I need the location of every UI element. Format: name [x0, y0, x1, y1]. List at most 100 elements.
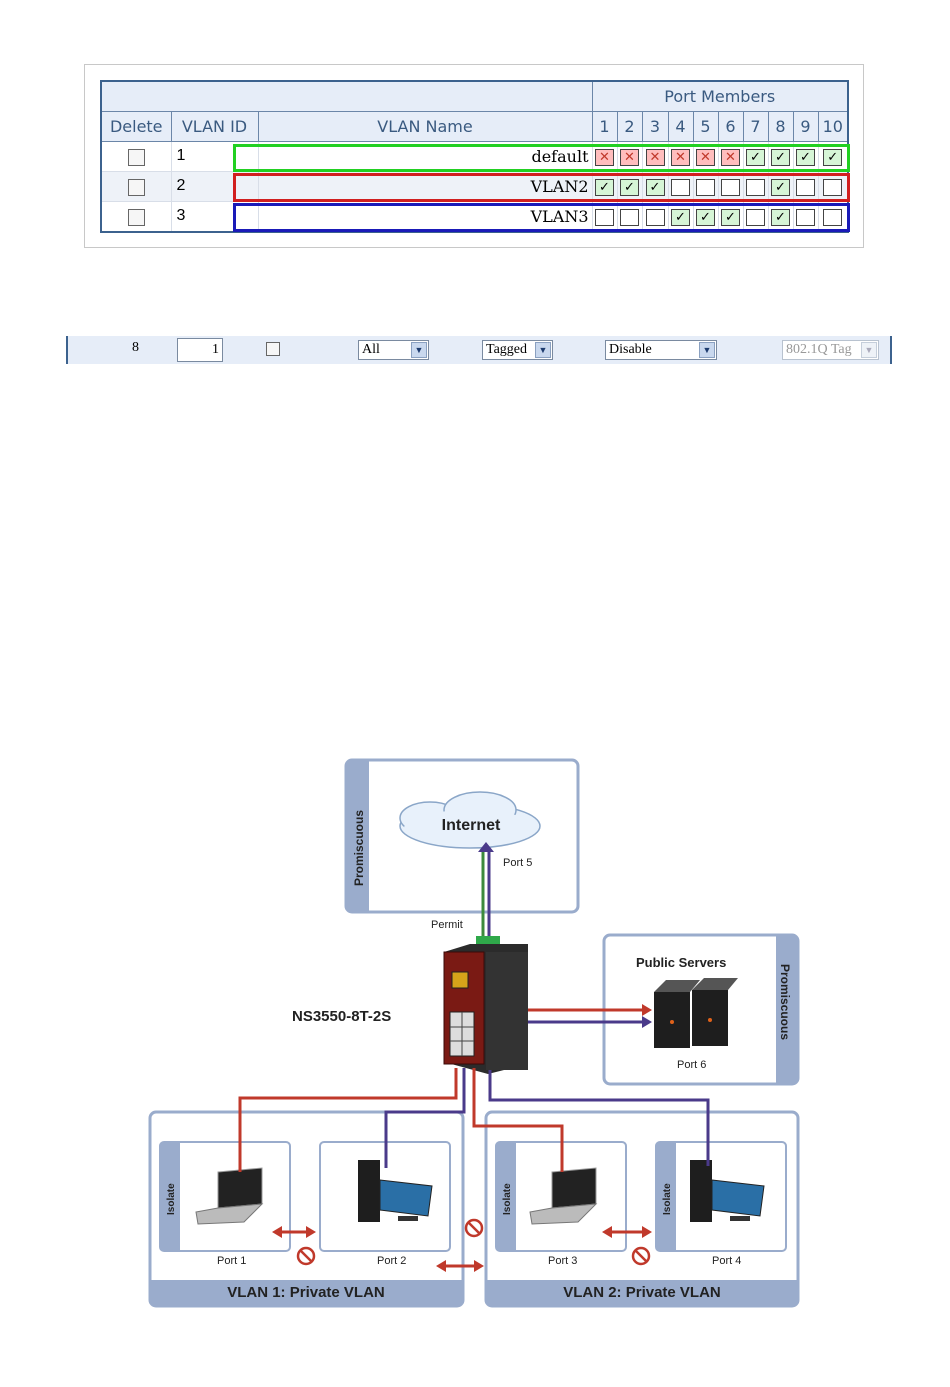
port4-label: Port 4 — [712, 1255, 741, 1267]
vlan1-zone: VLAN 1: Private VLAN Isolate Port 1 Port… — [148, 1110, 465, 1308]
checkmark-icon[interactable]: ✓ — [595, 179, 614, 196]
egress-rule-select[interactable]: Tagged ▼ — [482, 340, 553, 360]
port-column-header: 6 — [717, 111, 744, 142]
vlan-id-column-header: VLAN ID — [170, 111, 259, 142]
port-member-cell: ✕ — [591, 141, 618, 172]
forbidden-x-icon[interactable]: ✕ — [645, 149, 665, 166]
promiscuous-top-label: Promiscuous — [352, 810, 366, 886]
empty-box-icon[interactable] — [696, 179, 715, 196]
port-member-cell — [717, 171, 744, 202]
checkmark-icon[interactable]: ✓ — [721, 209, 740, 226]
block-icon — [272, 1226, 316, 1266]
empty-box-icon[interactable] — [796, 179, 815, 196]
tpid-select: 802.1Q Tag ▼ — [782, 340, 879, 360]
port5-label: Port 5 — [503, 857, 532, 869]
empty-box-icon[interactable] — [823, 179, 843, 196]
checkmark-icon[interactable]: ✓ — [771, 209, 790, 226]
empty-box-icon[interactable] — [823, 209, 843, 226]
empty-box-icon[interactable] — [721, 179, 740, 196]
port-member-cell: ✓ — [767, 171, 794, 202]
port-member-cell — [742, 171, 769, 202]
checkmark-icon[interactable]: ✓ — [696, 209, 715, 226]
header-blank — [100, 80, 593, 112]
forbidden-x-icon[interactable]: ✕ — [595, 149, 614, 166]
empty-box-icon[interactable] — [746, 209, 765, 226]
port-member-cell — [616, 201, 643, 233]
pvid-input[interactable]: 1 — [177, 338, 223, 362]
empty-box-icon[interactable] — [620, 209, 639, 226]
blank-cell — [170, 201, 259, 233]
port-member-cell: ✓ — [767, 201, 794, 233]
checkmark-icon[interactable]: ✓ — [620, 179, 639, 196]
checkmark-icon[interactable]: ✓ — [771, 179, 790, 196]
checkmark-icon[interactable]: ✓ — [746, 149, 765, 166]
block-icon — [602, 1226, 652, 1266]
port-member-cell: ✕ — [641, 141, 669, 172]
port-column-header: 1 — [591, 111, 618, 142]
vlan-row: 1 default ✕ ✕ ✕ ✕ ✕ ✕ ✓ ✓ ✓ ✓ — [100, 141, 849, 172]
vlan-row: 3 VLAN3 ✓ ✓ ✓ ✓ — [100, 201, 849, 233]
port-member-cell: ✓ — [767, 141, 794, 172]
vlan2-label: VLAN 2: Private VLAN — [563, 1284, 721, 1301]
port-member-cell — [591, 201, 618, 233]
checkmark-icon[interactable]: ✓ — [645, 179, 665, 196]
ingress-filter-select[interactable]: Disable ▼ — [605, 340, 717, 360]
empty-box-icon[interactable] — [746, 179, 765, 196]
block-icon — [436, 1218, 484, 1272]
vlan-name[interactable]: VLAN2 — [530, 177, 589, 196]
blank-cell — [170, 171, 259, 202]
frame-type-value: All — [362, 342, 380, 357]
isolate-label-3: Isolate — [662, 1183, 673, 1215]
laptop-icon — [195, 1167, 264, 1225]
checkmark-icon[interactable]: ✓ — [671, 209, 690, 226]
port-members-header: Port Members — [591, 80, 849, 112]
port6-label: Port 6 — [677, 1059, 706, 1071]
vlan-name[interactable]: default — [531, 147, 589, 166]
server-icon — [654, 978, 738, 1048]
forbidden-x-icon[interactable]: ✕ — [696, 149, 715, 166]
port-member-cell: ✓ — [792, 141, 819, 172]
vlan-name-cell: 2 VLAN2 — [177, 171, 593, 202]
empty-box-icon[interactable] — [645, 209, 665, 226]
internet-cloud-icon — [399, 791, 541, 849]
port-member-cell: ✕ — [667, 141, 694, 172]
vlan-name-column-header: VLAN Name — [257, 111, 593, 142]
delete-checkbox[interactable] — [127, 209, 145, 226]
checkmark-icon[interactable]: ✓ — [771, 149, 790, 166]
vlan-name[interactable]: VLAN3 — [530, 207, 589, 226]
checkmark-icon[interactable]: ✓ — [823, 149, 843, 166]
laptop-icon — [529, 1167, 598, 1225]
vlan-name-cell: 1 default — [177, 141, 593, 172]
port-member-cell — [667, 171, 694, 202]
port-member-cell: ✓ — [641, 171, 669, 202]
checkmark-icon[interactable]: ✓ — [796, 149, 815, 166]
port-member-cell — [792, 171, 819, 202]
egress-rule-value: Tagged — [486, 342, 528, 357]
port2-label: Port 2 — [377, 1255, 406, 1267]
port-config-row: 8 1 All ▼ Tagged ▼ Disable ▼ 802.1Q Tag … — [66, 336, 892, 364]
port-member-cell: ✓ — [616, 171, 643, 202]
forbidden-x-icon[interactable]: ✕ — [671, 149, 690, 166]
vlan-membership-table: Port Members Delete VLAN ID VLAN Name 1 … — [100, 80, 849, 233]
vlan-id[interactable]: 1 — [176, 147, 186, 164]
port-member-cell: ✕ — [616, 141, 643, 172]
vlan-id[interactable]: 3 — [176, 207, 186, 224]
port-column-header: 2 — [616, 111, 643, 142]
port-member-cell — [742, 201, 769, 233]
empty-box-icon[interactable] — [796, 209, 815, 226]
delete-checkbox[interactable] — [127, 179, 145, 196]
port-member-cell: ✓ — [717, 201, 744, 233]
forbidden-x-icon[interactable]: ✕ — [620, 149, 639, 166]
forbidden-x-icon[interactable]: ✕ — [721, 149, 740, 166]
empty-box-icon[interactable] — [595, 209, 614, 226]
port-member-cell: ✓ — [692, 201, 719, 233]
ingress-checkbox[interactable] — [266, 342, 280, 356]
empty-box-icon[interactable] — [671, 179, 690, 196]
frame-type-select[interactable]: All ▼ — [358, 340, 429, 360]
port-member-cell — [817, 201, 849, 233]
delete-checkbox[interactable] — [127, 149, 145, 166]
vlan-id[interactable]: 2 — [176, 177, 186, 194]
port-column-header: 7 — [742, 111, 769, 142]
tpid-value: 802.1Q Tag — [786, 342, 852, 357]
port-member-cell — [817, 171, 849, 202]
